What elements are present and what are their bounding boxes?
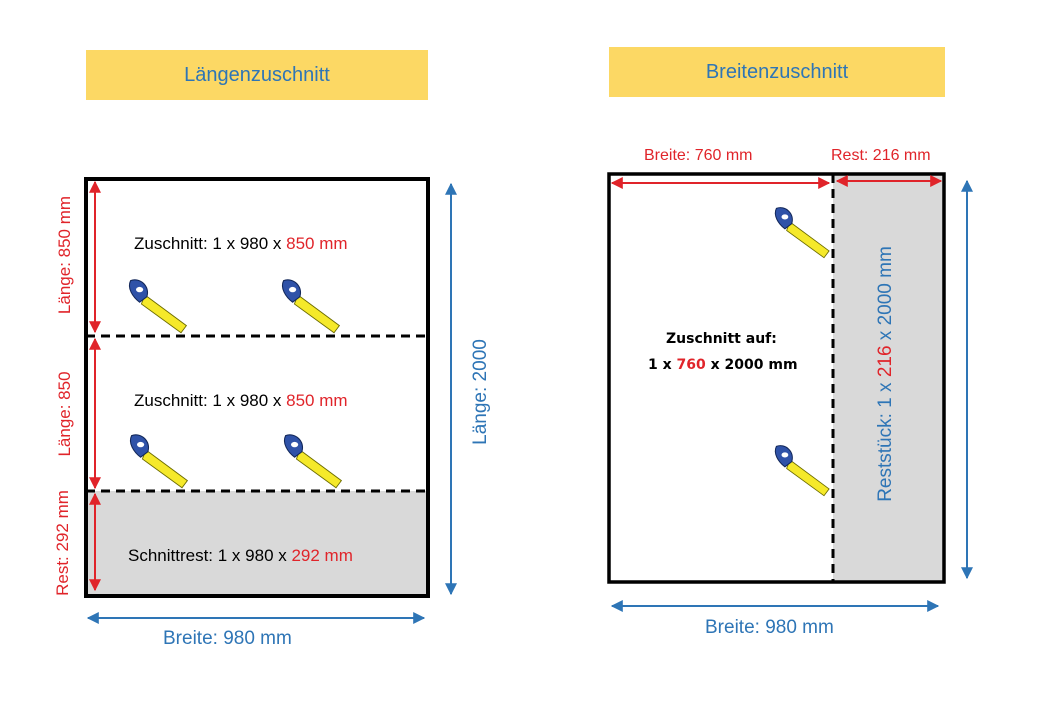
left-rest-area xyxy=(86,491,428,596)
saw-icon xyxy=(774,207,830,259)
saw-icon xyxy=(128,279,187,334)
right-rest-piece-suffix: x 2000 mm xyxy=(875,246,896,346)
right-piece-label-line1: Zuschnitt auf: xyxy=(666,331,777,347)
saw-icon xyxy=(774,445,830,497)
left-rest-label-value: 292 mm xyxy=(291,546,353,565)
right-width-label: Breite: 980 mm xyxy=(705,617,834,638)
right-width-cut-label: Breite: 760 mm xyxy=(644,147,753,164)
right-piece-label-prefix: 1 x xyxy=(648,357,677,373)
left-rest-label-prefix: Schnittrest: 1 x 980 x xyxy=(128,546,292,565)
right-piece-label-value: 760 xyxy=(676,357,706,373)
right-board xyxy=(607,172,946,584)
right-piece-label-suffix: x 2000 mm xyxy=(705,357,798,373)
saw-icon xyxy=(281,279,340,334)
right-title: Breitenzuschnitt xyxy=(705,60,849,83)
left-title: Längenzuschnitt xyxy=(184,63,330,86)
left-width-label: Breite: 980 mm xyxy=(163,628,292,649)
right-board-outline xyxy=(607,172,946,584)
left-cut-label-2-prefix: Zuschnitt: 1 x 980 x xyxy=(134,391,287,410)
saw-icon xyxy=(129,434,188,489)
right-rest-piece-prefix: Reststück: 1 x xyxy=(875,377,896,502)
right-rest-piece-label: Reststück: 1 x 216 x 2000 mm xyxy=(875,246,897,502)
left-title-banner: Längenzuschnitt xyxy=(86,50,428,100)
left-dim-label-mid: Länge: 850 xyxy=(55,371,74,457)
left-cut-label-2: Zuschnitt: 1 x 980 x 850 mm xyxy=(134,391,348,411)
left-board xyxy=(84,177,430,598)
left-cut-label-1: Zuschnitt: 1 x 980 x 850 mm xyxy=(134,234,348,254)
saw-icon xyxy=(283,434,342,489)
left-rest-label: Schnittrest: 1 x 980 x 292 mm xyxy=(128,546,353,566)
left-cut-label-1-value: 850 mm xyxy=(286,234,348,253)
right-width-rest-label: Rest: 216 mm xyxy=(831,147,931,164)
left-dim-label-rest: Rest: 292 mm xyxy=(53,490,72,596)
left-length-label: Länge: 2000 xyxy=(470,339,491,445)
left-cut-label-1-prefix: Zuschnitt: 1 x 980 x xyxy=(134,234,287,253)
right-title-banner: Breitenzuschnitt xyxy=(609,47,945,97)
left-board-outline xyxy=(84,177,430,598)
right-rest-piece-value: 216 xyxy=(875,345,896,378)
left-cut-label-2-value: 850 mm xyxy=(286,391,348,410)
right-rest-area xyxy=(833,174,944,582)
right-piece-label-line2: 1 x 760 x 2000 mm xyxy=(648,357,798,373)
left-dim-label-top: Länge: 850 mm xyxy=(55,195,74,315)
